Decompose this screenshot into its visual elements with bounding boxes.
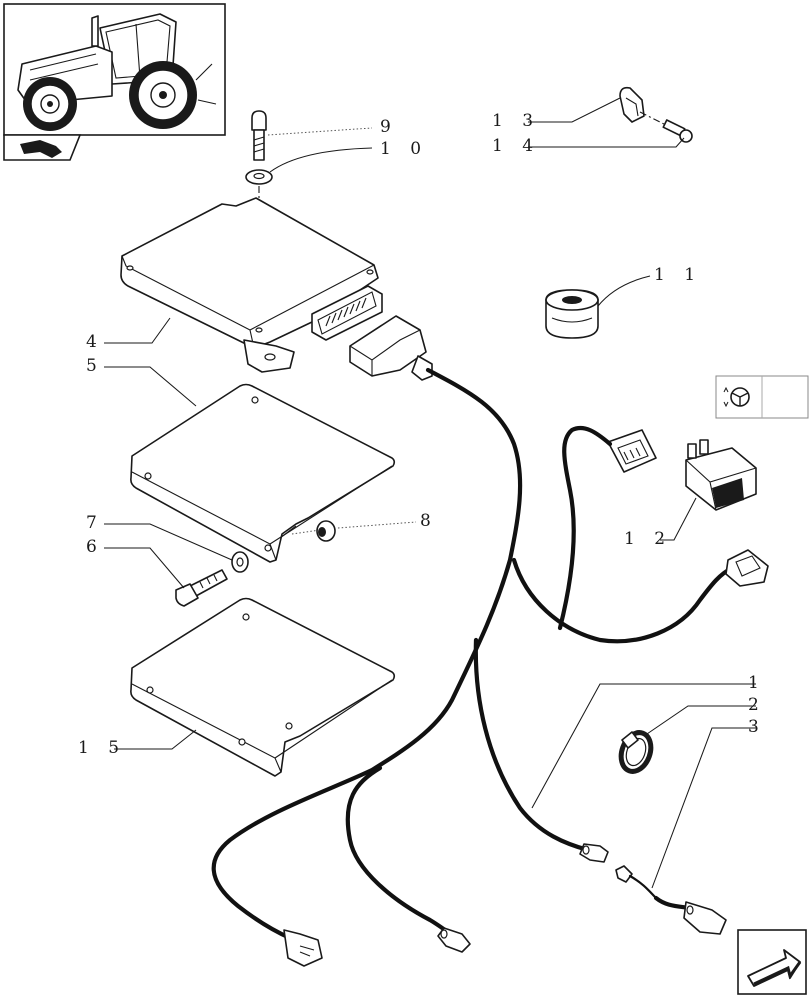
callout-4: 4 bbox=[86, 332, 104, 352]
pin-14 bbox=[662, 119, 693, 143]
bolt-9 bbox=[251, 110, 267, 161]
callout-9: 9 bbox=[380, 117, 398, 137]
tractor-thumbnail-icon[interactable] bbox=[3, 3, 226, 136]
steering-wheel-icon bbox=[715, 375, 809, 419]
callout-13: 1 3 bbox=[492, 111, 540, 131]
bracket-plate-5 bbox=[130, 383, 396, 563]
clip-axis bbox=[639, 111, 673, 129]
bracket-plate-15 bbox=[130, 597, 396, 777]
grommet-11 bbox=[545, 289, 599, 339]
clip-13 bbox=[619, 86, 645, 123]
dotted-leader-8 bbox=[291, 529, 321, 535]
next-page-arrow-icon[interactable] bbox=[737, 929, 807, 995]
callout-12: 1 2 bbox=[624, 529, 672, 549]
callout-2: 2 bbox=[748, 695, 766, 715]
grommet-8 bbox=[316, 520, 336, 542]
bolt-6 bbox=[175, 569, 228, 607]
connector-plug bbox=[607, 429, 657, 473]
washer-7 bbox=[231, 551, 249, 573]
hose-clamp-2 bbox=[618, 730, 654, 774]
callout-14: 1 4 bbox=[492, 136, 540, 156]
callout-11: 1 1 bbox=[654, 265, 702, 285]
rocker-switch-12 bbox=[685, 439, 757, 511]
callout-5: 5 bbox=[86, 356, 104, 376]
callout-10: 1 0 bbox=[380, 139, 428, 159]
callout-3: 3 bbox=[748, 717, 766, 737]
leader-lines bbox=[104, 97, 756, 889]
callout-labels: 9 1 0 1 3 1 4 1 1 4 5 7 6 8 1 5 1 2 1 2 … bbox=[78, 111, 766, 758]
control-unit-4 bbox=[120, 197, 383, 373]
callout-15: 1 5 bbox=[78, 738, 126, 758]
callout-1: 1 bbox=[748, 673, 766, 693]
wiring-harness bbox=[211, 315, 769, 967]
page-previous-icon[interactable] bbox=[3, 134, 82, 161]
sensor-lead-3 bbox=[615, 865, 727, 935]
callout-6: 6 bbox=[86, 537, 104, 557]
washer-10 bbox=[245, 169, 273, 185]
callout-7: 7 bbox=[86, 513, 104, 533]
callout-8: 8 bbox=[420, 511, 438, 531]
